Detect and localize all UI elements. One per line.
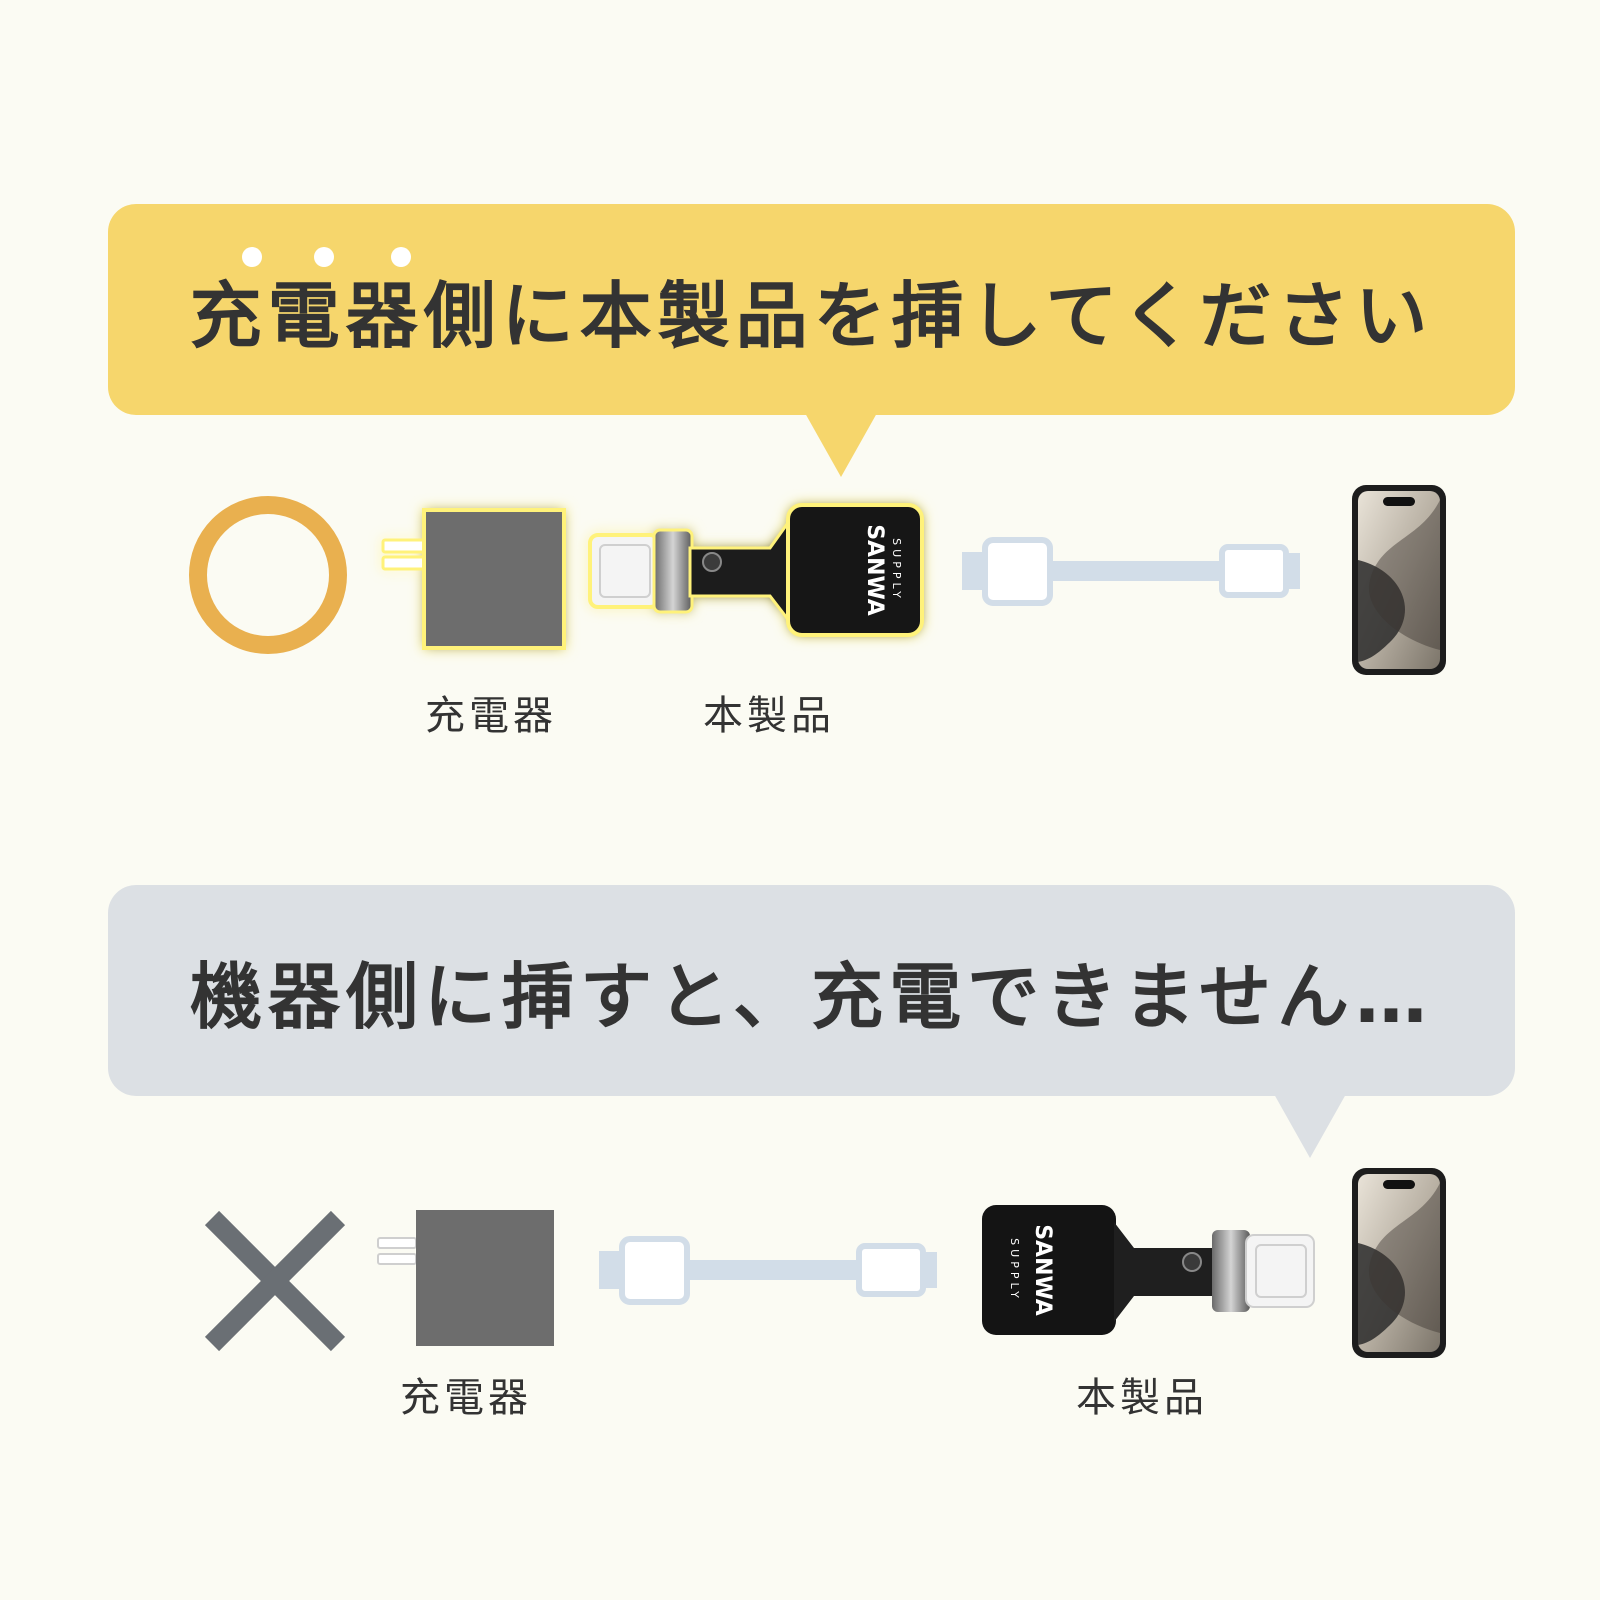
smartphone-icon: [1352, 485, 1446, 675]
connection-diagram-incorrect: SANWA SUPPLY: [204, 1168, 1446, 1358]
charger-label: 充電器: [425, 693, 557, 739]
brand-logo-text: SANWA: [1030, 1224, 1055, 1316]
warning-text: 機器側に挿すと、充電できません…: [190, 955, 1433, 1039]
charger-icon: [377, 1210, 554, 1346]
emphasis-dot: [314, 247, 334, 267]
bubble-pointer: [1274, 1094, 1346, 1158]
charger-label: 充電器: [400, 1375, 532, 1421]
product-label: 本製品: [703, 693, 835, 739]
speech-bubble-incorrect: 機器側に挿すと、充電できません…: [108, 885, 1515, 1158]
adapter-product-icon: [982, 1205, 1315, 1335]
brand-logo-subtext: SUPPLY: [890, 538, 903, 602]
connection-diagram-correct: SANWA SUPPLY: [189, 485, 1446, 675]
product-label: 本製品: [1076, 1375, 1208, 1421]
cross-ng-icon: [204, 1210, 346, 1352]
brand-logo-text: SANWA: [862, 524, 887, 616]
speech-bubble-correct: 充電器側に本製品を挿してください: [108, 204, 1515, 477]
usb-cable-icon: [962, 537, 1300, 606]
charger-icon: [381, 508, 566, 650]
circle-ok-icon: [189, 496, 347, 654]
emphasis-dot: [242, 247, 262, 267]
incorrect-usage-panel: 機器側に挿すと、充電できません…: [0, 800, 1600, 1600]
brand-logo-subtext: SUPPLY: [1008, 1238, 1021, 1302]
adapter-product-icon: [588, 503, 924, 637]
correct-usage-panel: 充電器側に本製品を挿してください: [108, 204, 1515, 739]
instruction-text: 充電器側に本製品を挿してください: [189, 274, 1434, 358]
usb-cable-icon: [599, 1236, 937, 1305]
smartphone-icon: [1352, 1168, 1446, 1358]
emphasis-dot: [391, 247, 411, 267]
bubble-pointer: [805, 413, 877, 477]
